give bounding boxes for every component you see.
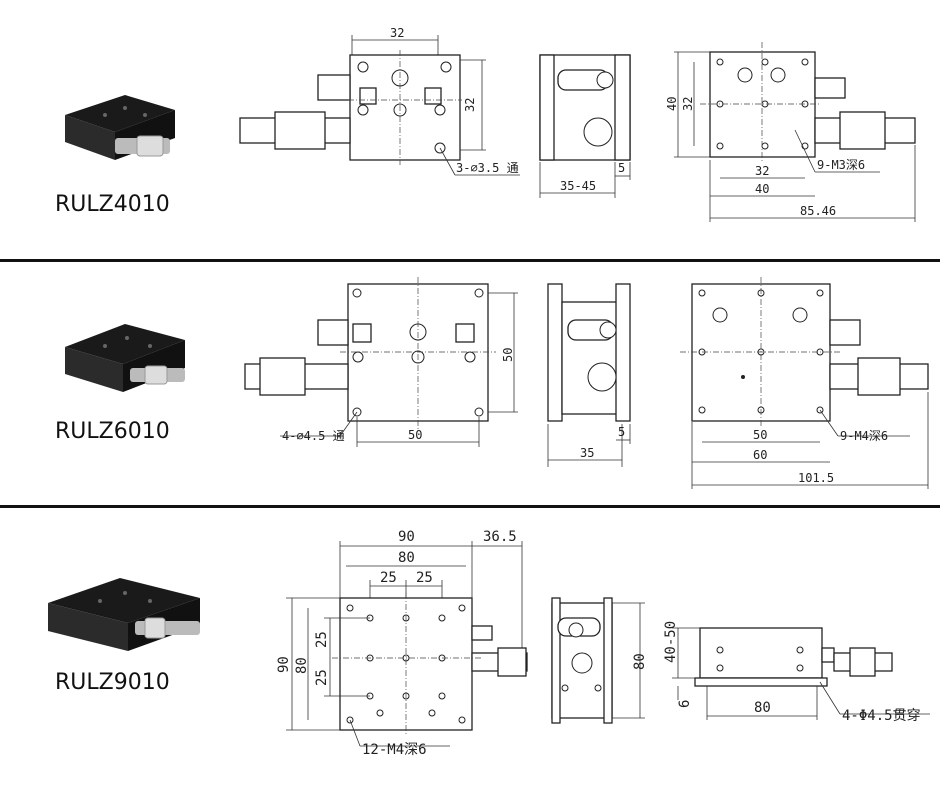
dim-text: 36.5: [483, 529, 517, 545]
product-photo-rulz6010: [65, 324, 185, 392]
dim-text: 32: [463, 98, 477, 112]
row-divider: [0, 259, 940, 262]
dim-text: 5: [618, 425, 625, 439]
dim-text: 60: [753, 448, 767, 462]
m4-holes: [346, 604, 466, 724]
row-rulz9010: RULZ9010 90 36.5 80 25 25 90 80: [0, 508, 940, 786]
dim-text: 80: [294, 657, 310, 674]
dim-text: 5: [618, 161, 625, 175]
dim-text: 40: [755, 182, 769, 196]
dim-text: 25: [314, 631, 330, 648]
dim-text: 101.5: [798, 471, 834, 485]
model-name: RULZ9010: [55, 670, 170, 695]
dim-text: 32: [390, 26, 404, 40]
row-rulz4010: RULZ4010 32 32 3-⌀3.5 通 35-45 5: [0, 0, 940, 258]
dim-text: 80: [632, 653, 648, 670]
dim-text: 35-45: [560, 179, 596, 193]
dim-text: 80: [398, 550, 415, 566]
product-photo-rulz9010: [48, 578, 200, 651]
dim-text: 25: [314, 669, 330, 686]
dim-text: 40-50: [663, 621, 679, 663]
hole-note: 9-M3深6: [817, 158, 865, 172]
row-divider: [0, 505, 940, 508]
dim-text: 50: [408, 428, 422, 442]
dim-text: 40: [665, 97, 679, 111]
dim-text: 32: [755, 164, 769, 178]
dim-text: 50: [753, 428, 767, 442]
dim-text: 90: [398, 529, 415, 545]
dim-text: 32: [681, 97, 695, 111]
dim-text: 35: [580, 446, 594, 460]
hole-note: 4-⌀4.5 通: [282, 429, 345, 443]
dim-text: 85.46: [800, 204, 836, 218]
hole-note: 9-M4深6: [840, 429, 888, 443]
dim-text: 80: [754, 700, 771, 716]
dim-text: 6: [677, 700, 693, 708]
dim-text: 25: [416, 570, 433, 586]
hole-note: 12-M4深6: [362, 742, 427, 758]
drawing-rulz4010: 32 32 3-⌀3.5 通 35-45 5: [239, 26, 916, 222]
dim-text: 90: [276, 656, 292, 673]
hole-note: 3-⌀3.5 通: [456, 161, 519, 175]
model-name: RULZ4010: [55, 192, 170, 217]
product-photo-rulz4010: [65, 95, 175, 160]
drawing-rulz9010: 90 36.5 80 25 25 90 80 25 25 12-M4深6: [276, 529, 930, 758]
model-name: RULZ6010: [55, 419, 170, 444]
dim-text: 50: [501, 348, 515, 362]
dim-text: 25: [380, 570, 397, 586]
drawing-rulz6010: 50 50 4-⌀4.5 通 35 5 50 60 101.: [244, 277, 929, 489]
row-rulz6010: RULZ6010 50 50 4-⌀4.5 通 35 5: [0, 262, 940, 505]
hole-note: 4-Φ4.5贯穿: [842, 708, 921, 724]
